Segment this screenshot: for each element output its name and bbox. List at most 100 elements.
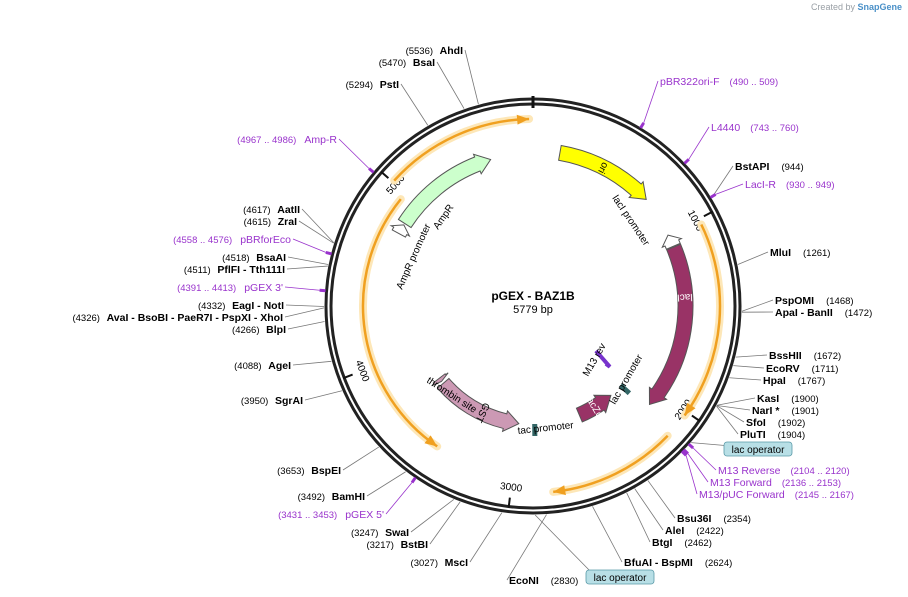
primer-name: M13/pUC Forward (699, 489, 785, 501)
site-enzymes: SwaI (385, 527, 409, 539)
primer-leader (643, 80, 659, 123)
site-econi: EcoNI(2830) (509, 575, 578, 587)
primer-name: pBRforEco (240, 234, 291, 246)
site-position: (1472) (845, 308, 872, 319)
lac-operator-box (723, 441, 793, 457)
primer-name: Amp-R (304, 134, 337, 146)
credit-brand: SnapGene (857, 2, 902, 12)
snapgene-credit: Created by SnapGene (811, 2, 902, 12)
primer-laci-r: LacI-R(930 .. 949) (745, 179, 835, 191)
site-msci: (3027) MscI (411, 557, 469, 569)
m13-rev-arrow (594, 349, 612, 369)
site-position: (944) (781, 162, 803, 173)
primer-range: (4558 .. 4576) (173, 235, 232, 246)
site-leader (429, 501, 461, 545)
site-zrai: (4615) ZraI (244, 216, 297, 228)
site-enzymes: AhdI (440, 45, 463, 57)
tick-mark (380, 170, 390, 179)
site-enzymes: BamHI (332, 491, 365, 503)
site-enzymes: AvaI - BsoBI - PaeR7I - PspXI - XhoI (107, 312, 283, 324)
credit-prefix: Created by (810, 2, 855, 12)
primer-leader (385, 482, 413, 515)
lac-operator-label: lac operator (594, 573, 647, 584)
site-enzymes: HpaI (763, 375, 786, 387)
site-position: (1902) (778, 418, 805, 429)
site-position: (5536) (406, 46, 436, 57)
operator-leader (534, 514, 594, 575)
primer-name: M13 Forward (710, 477, 772, 489)
site-leader (284, 307, 325, 318)
primer-mark (680, 450, 688, 457)
laci-promoter-label: lacI promoter (610, 194, 652, 249)
site-position: (1261) (803, 248, 830, 259)
primer-l4440: L4440(743 .. 760) (711, 122, 799, 134)
lac-operator-label: lac operator (732, 445, 785, 456)
orf-arc-lacz-head (553, 485, 566, 496)
site-leader (400, 83, 429, 126)
site-pspomi: PspOMI(1468) (775, 295, 854, 307)
site-leader (304, 390, 343, 401)
tick-mark (507, 497, 511, 508)
site-position: (3217) (366, 540, 396, 551)
site-ahdi: (5536) AhdI (406, 45, 464, 57)
site-bsai: (5470) BsaI (379, 57, 435, 69)
site-enzymes: SgrAI (275, 395, 303, 407)
ori-feature (558, 144, 647, 200)
site-enzymes: ZraI (278, 216, 297, 228)
site-mlui: MluI(1261) (770, 247, 830, 259)
site-leader (737, 251, 769, 265)
site-pluti: PluTI(1904) (740, 429, 805, 441)
site-enzymes: BstBI (401, 539, 429, 551)
site-position: (4326) (72, 313, 102, 324)
site-position: (4615) (244, 217, 274, 228)
site-leader (342, 446, 379, 471)
leader-lines (284, 49, 774, 581)
site-position: (5294) (346, 80, 376, 91)
primer-m13rev: M13 Reverse(2104 .. 2120) (718, 465, 850, 477)
lac-promoter-label: lac promoter (608, 352, 646, 406)
primer-mark (368, 167, 375, 174)
primer-mark (683, 158, 690, 165)
site-bspei: (3653) BspEI (277, 465, 341, 477)
site-leader (298, 220, 334, 244)
site-enzymes: EcoRV (766, 363, 800, 375)
primer-m13fwd: M13 Forward(2136 .. 2153) (710, 477, 841, 489)
site-enzymes: PstI (380, 79, 399, 91)
site-position: (2624) (705, 558, 732, 569)
orf-arc-ampr (393, 117, 530, 182)
site-leader (733, 365, 765, 369)
primer-mark (687, 442, 695, 450)
site-leader (716, 397, 756, 406)
site-position: (3492) (298, 492, 328, 503)
primer-mark (682, 448, 689, 455)
primer-amp-r: (4967 .. 4986)Amp-R (237, 134, 337, 146)
site-enzymes: AgeI (268, 360, 291, 372)
site-enzymes: PluTI (740, 429, 766, 441)
site-hpai: HpaI(1767) (763, 375, 825, 387)
site-position: (2830) (551, 576, 578, 587)
primer-pgex3: (4391 .. 4413)pGEX 3' (177, 282, 283, 294)
site-leader (285, 304, 325, 307)
site-position: (2354) (723, 514, 750, 525)
tick-mark (691, 414, 701, 423)
primer-m13puc: M13/pUC Forward (2145 .. 2167) (699, 489, 854, 501)
site-leader (464, 49, 479, 105)
primer-pgex5: (3431 .. 3453)pGEX 5' (278, 509, 384, 521)
site-nari: NarI *(1901) (752, 405, 819, 417)
site-leader (634, 488, 664, 531)
primer-range: (2145 .. 2167) (795, 490, 854, 501)
site-enzymes: BstAPI (735, 161, 770, 173)
tick-label: 4000 (353, 359, 371, 384)
primer-name: pGEX 5' (345, 509, 384, 521)
primer-name: LacI-R (745, 179, 776, 191)
primer-mark (639, 122, 645, 129)
lacz-alpha-feature (575, 394, 612, 423)
site-leader (301, 208, 335, 244)
site-enzymes: BlpI (266, 324, 286, 336)
site-enzymes: PflFI - Tth111I (217, 264, 285, 276)
site-psti: (5294) PstI (346, 79, 399, 91)
site-position: (3653) (277, 466, 307, 477)
site-leader (716, 405, 751, 411)
